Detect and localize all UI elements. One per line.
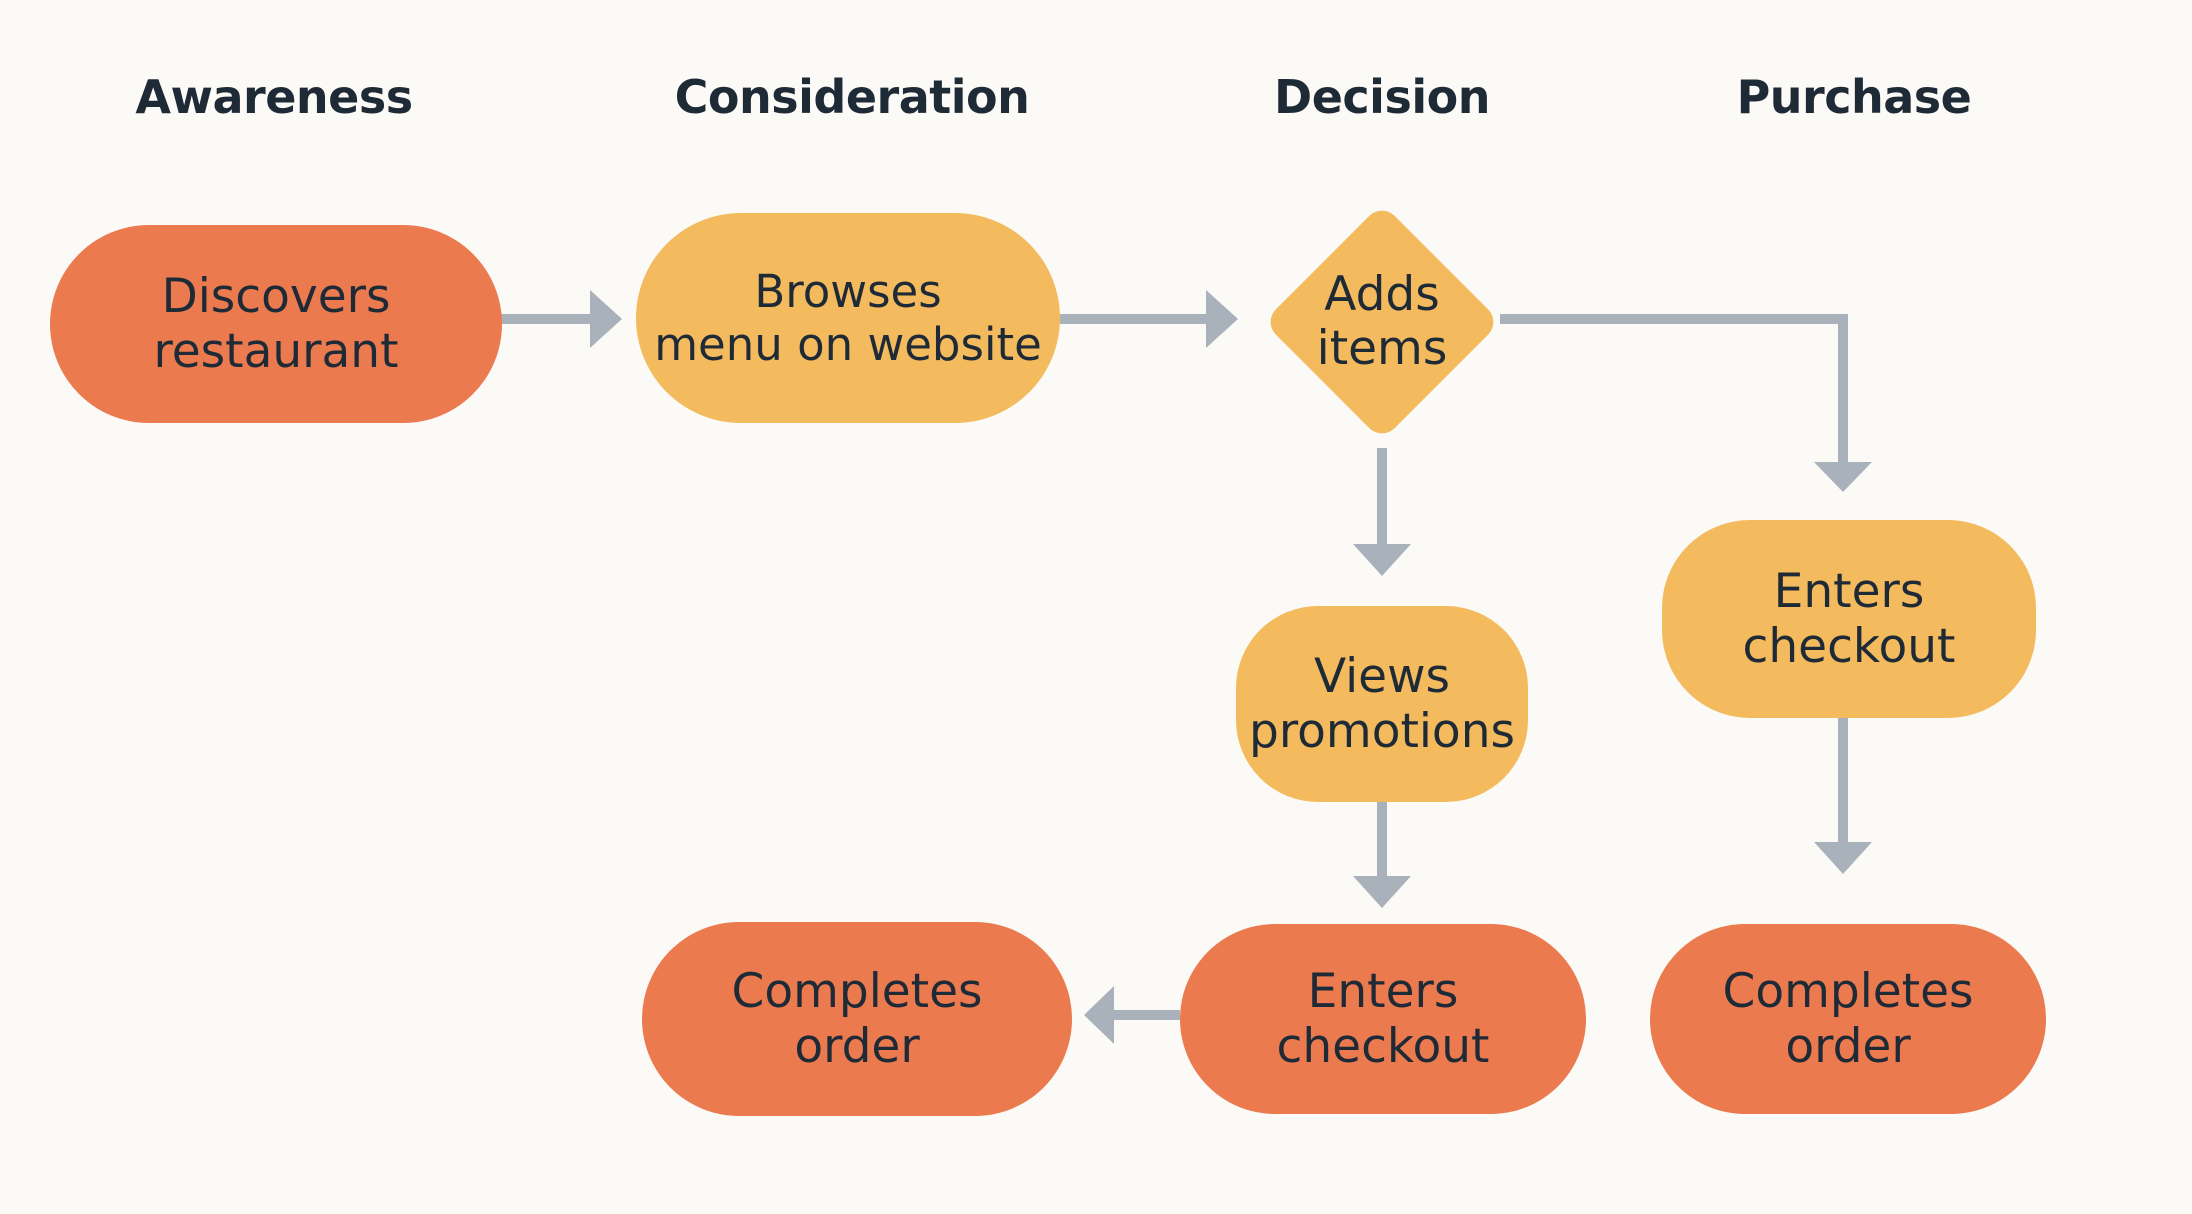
node-completes-order-left: Completes order <box>642 922 1072 1116</box>
stage-heading-purchase: Purchase <box>1736 70 1972 124</box>
arrow-adds-to-enters-checkout-purchase <box>1500 314 1872 492</box>
stage-heading-consideration: Consideration <box>674 70 1030 124</box>
node-views-promotions: Views promotions <box>1236 606 1528 802</box>
arrow-discovers-to-browses <box>500 290 622 348</box>
node-enters-checkout-purchase: Enters checkout <box>1662 520 2036 718</box>
decision-node-adds-items: Adds items <box>1262 198 1502 446</box>
node-enters-checkout-decision: Enters checkout <box>1180 924 1586 1114</box>
arrow-enters-checkout-purchase-to-completes-order-right <box>1814 718 1872 874</box>
arrow-views-to-enters-checkout <box>1353 802 1411 908</box>
arrow-browses-to-adds <box>1060 290 1238 348</box>
node-discovers-restaurant: Discovers restaurant <box>50 225 502 423</box>
node-browses-menu: Browses menu on website <box>636 213 1060 423</box>
stage-heading-decision: Decision <box>1274 70 1490 124</box>
stage-heading-awareness: Awareness <box>135 70 413 124</box>
arrow-enters-checkout-to-completes-order-left <box>1084 986 1180 1044</box>
decision-node-label: Adds items <box>1316 266 1448 376</box>
node-completes-order-right: Completes order <box>1650 924 2046 1114</box>
arrow-adds-to-views-promotions <box>1353 448 1411 576</box>
